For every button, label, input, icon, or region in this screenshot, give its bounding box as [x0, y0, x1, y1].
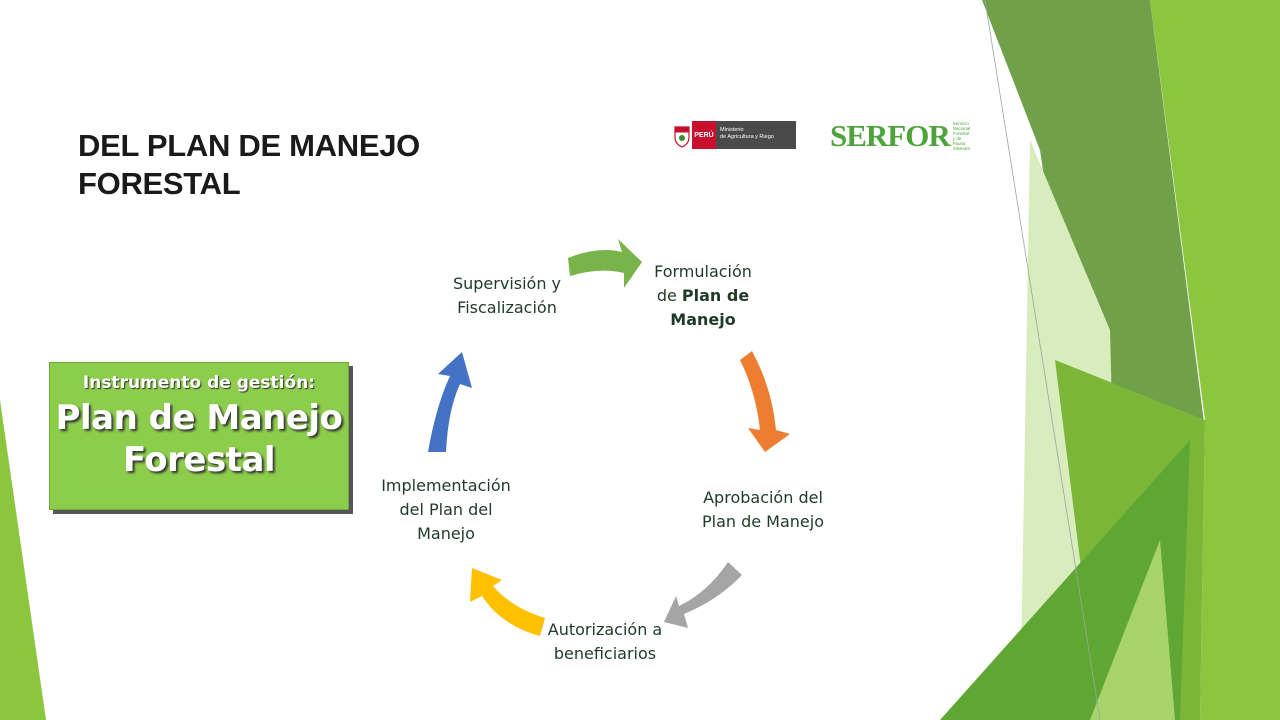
instrument-title: Plan de Manejo Forestal: [50, 397, 348, 481]
formulacion-line2-bold: Plan de: [681, 286, 750, 305]
cycle-node-autorizacion: Autorización a beneficiarios: [534, 618, 676, 666]
slide-title-line2: FORESTAL: [78, 166, 241, 201]
cycle-node-supervision: Supervisión y Fiscalización: [440, 272, 574, 320]
formulacion-line1: Formulación: [654, 262, 752, 281]
aprobacion-line1: Aprobación del: [703, 488, 823, 507]
bg-facet-bottom-pale: [1090, 540, 1175, 720]
formulacion-line3-bold: Manejo: [670, 310, 736, 329]
instrument-box: Instrumento de gestión: Plan de Manejo F…: [49, 362, 349, 510]
cycle-arrow-yellow: [470, 568, 545, 636]
formulacion-line2: de Plan de: [636, 284, 770, 308]
aprobacion-line2: Plan de Manejo: [701, 512, 825, 531]
peru-ministry-logo: PERÚ Ministerio de Agricultura y Riego: [672, 121, 796, 149]
cycle-arrow-gray: [664, 562, 742, 628]
cycle-node-formulacion: Formulación de Plan de Manejo: [636, 260, 770, 332]
slide-title-line1: DEL PLAN DE MANEJO: [78, 128, 420, 163]
supervision-line2: Fiscalización: [457, 298, 557, 317]
serfor-logo: SERFOR Servicio Nacional Forestal y de F…: [830, 116, 974, 156]
bg-facet-left: [0, 400, 46, 720]
serfor-sub-line: y de Fauna: [952, 136, 966, 146]
autorizacion-line2: beneficiarios: [553, 644, 657, 663]
formulacion-line3: Manejo: [636, 308, 770, 332]
instrument-title-line2: Forestal: [122, 440, 276, 480]
cycle-arrow-orange: [740, 351, 790, 452]
cycle-arrow-green: [568, 239, 642, 288]
serfor-sub-line: Servicio: [952, 121, 969, 126]
peru-word: PERÚ: [692, 121, 716, 149]
ministry-line2: de Agricultura y Riego: [720, 134, 774, 140]
cycle-node-aprobacion: Aprobación del Plan de Manejo: [690, 486, 836, 534]
formulacion-line2-prefix: de: [656, 286, 682, 305]
autorizacion-line1: Autorización a: [547, 620, 663, 639]
instrument-caption: Instrumento de gestión:: [82, 373, 316, 393]
implementacion-line1: Implementación: [381, 476, 511, 495]
serfor-wordmark: SERFOR: [830, 118, 951, 153]
serfor-sub-line: Silvestre: [952, 146, 971, 151]
supervision-line1: Supervisión y: [452, 274, 562, 293]
serfor-subtitle: Servicio Nacional Forestal y de Fauna Si…: [953, 121, 974, 151]
implementacion-line3: Manejo: [417, 524, 475, 543]
bg-thin-line: [984, 0, 1101, 720]
bg-facet-right-light: [1150, 0, 1280, 720]
cycle-arrow-blue: [428, 352, 472, 452]
ministry-name: Ministerio de Agricultura y Riego: [716, 121, 796, 149]
slide-title: DEL PLAN DE MANEJO FORESTAL: [78, 127, 498, 203]
ministry-line1: Ministerio: [720, 127, 744, 133]
cycle-node-implementacion: Implementación del Plan del Manejo: [368, 474, 524, 546]
peru-shield-icon: [672, 121, 692, 149]
serfor-sub-line: Nacional: [952, 126, 971, 131]
instrument-title-line1: Plan de Manejo: [55, 398, 343, 438]
serfor-sub-line: Forestal: [952, 131, 970, 136]
implementacion-line2: del Plan del: [399, 500, 493, 519]
